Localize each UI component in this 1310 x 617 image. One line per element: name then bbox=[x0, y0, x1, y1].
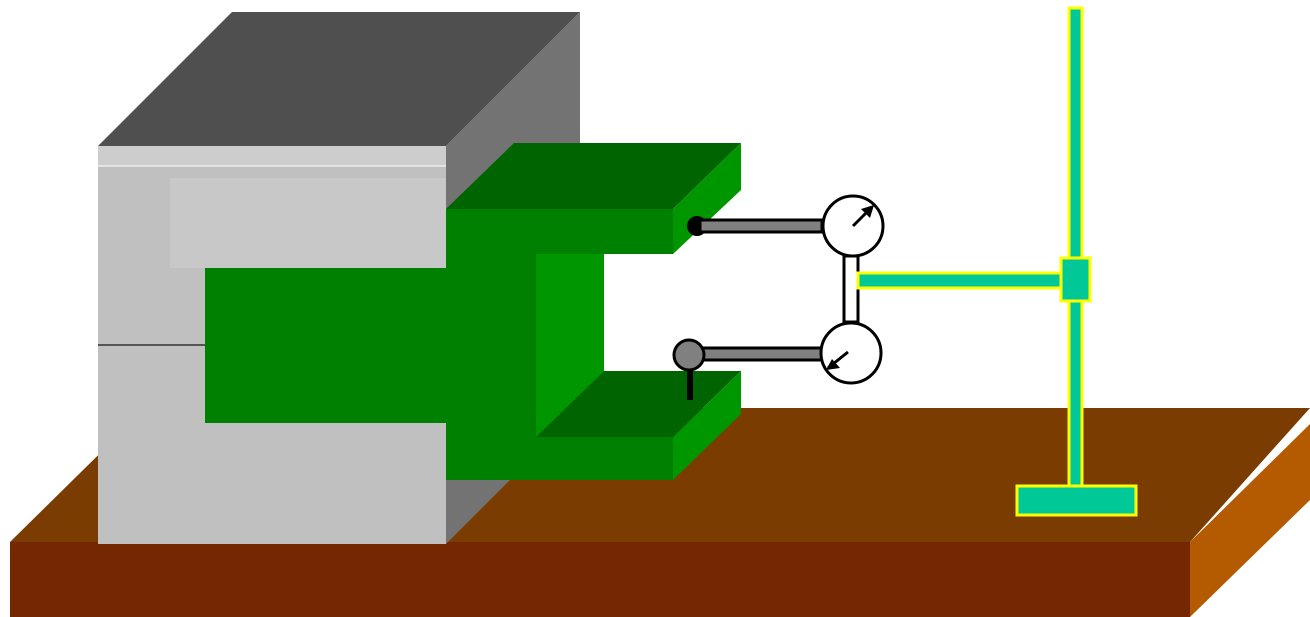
stand-clamp bbox=[1059, 256, 1092, 303]
upper-dial-needle-head bbox=[861, 205, 874, 218]
specimen-upper-top bbox=[446, 143, 741, 209]
green-specimen bbox=[205, 143, 741, 480]
stand-horizontal-arm bbox=[856, 271, 1064, 290]
base-table-side bbox=[1190, 424, 1310, 617]
lower-gauge-rod bbox=[698, 346, 824, 362]
specimen-lower-side bbox=[673, 371, 741, 480]
holder-block-upper-face bbox=[170, 178, 446, 268]
stand-vertical-post bbox=[1067, 6, 1084, 488]
base-table-front bbox=[10, 542, 1190, 617]
upper-gauge-rod bbox=[698, 218, 824, 234]
specimen-lower-front bbox=[446, 437, 673, 480]
dial-connector-bar bbox=[842, 254, 860, 324]
holder-block-top bbox=[98, 12, 580, 146]
stand-base-foot bbox=[1015, 484, 1138, 517]
dial-indicators bbox=[672, 194, 885, 400]
gauge-stand bbox=[856, 6, 1138, 517]
lower-contact-tip bbox=[672, 338, 706, 372]
specimen-upper-front bbox=[446, 209, 673, 254]
lower-dial-gauge-icon bbox=[819, 321, 883, 385]
lower-dial-needle-head bbox=[826, 359, 840, 370]
holder-block-top-band bbox=[98, 146, 446, 166]
specimen-spine-front bbox=[446, 254, 536, 437]
specimen-tongue bbox=[205, 268, 446, 423]
